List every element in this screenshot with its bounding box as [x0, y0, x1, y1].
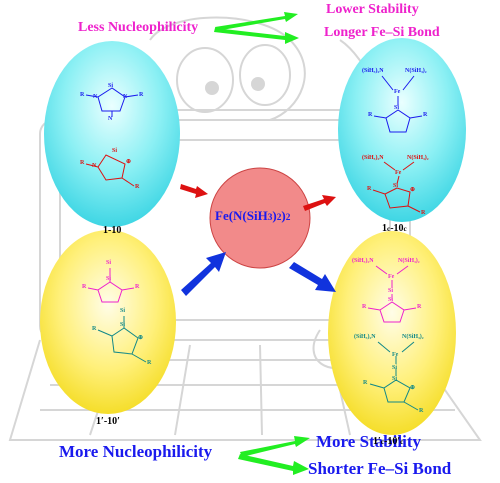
ligand-left: (SiH₃)₂N: [354, 334, 376, 340]
atom-si: Si: [394, 105, 400, 111]
red-arrow-right: [303, 195, 336, 211]
atom-r: R: [417, 304, 422, 310]
molecule-tr-red: [372, 161, 421, 213]
atom-r: R: [80, 160, 85, 166]
molecule-br-pink: [367, 265, 417, 323]
more-nucleophilicity-label: More Nucleophilicity: [59, 442, 213, 461]
atom-si: Si: [392, 365, 398, 371]
atom-n: N: [93, 94, 98, 100]
atom-fe: Fe: [395, 170, 402, 176]
molecule-tl-red: [85, 154, 135, 187]
atom-si: Si: [388, 288, 394, 294]
green-arrow-bottom-1: [240, 436, 310, 457]
longer-fe-si-bond-label: Longer Fe–Si Bond: [324, 25, 440, 40]
label-compounds-1prime-10prime: 1′-10′: [96, 416, 120, 427]
molecule-bl-pink: [87, 268, 135, 303]
atom-r: R: [135, 184, 140, 190]
atom-fe: Fe: [388, 274, 395, 280]
atom-si: Si: [106, 276, 112, 282]
atom-r: R: [135, 284, 140, 290]
atom-si: Si: [120, 308, 126, 314]
atom-si: Si: [388, 297, 394, 303]
atom-charge: ⊕: [410, 187, 416, 193]
red-arrow-left: [180, 184, 208, 198]
green-arrow-bottom-2: [238, 454, 309, 475]
atom-r: R: [421, 210, 426, 216]
atom-r: R: [147, 360, 152, 366]
molecule-bl-teal: [97, 316, 147, 363]
lower-stability-label: Lower Stability: [326, 2, 419, 17]
atom-n: N: [92, 163, 97, 169]
green-arrow-top-1: [215, 12, 298, 31]
green-arrow-top-2: [214, 28, 299, 44]
atom-si: Si: [106, 260, 112, 266]
ligand-left: (SiH₃)₂N: [352, 258, 374, 264]
atom-fe: Fe: [392, 352, 399, 358]
reagent-formula: Fe(N(SiH3)2)2: [215, 208, 291, 223]
atom-n: N: [123, 94, 128, 100]
yellow-ellipse-bottom-left: [40, 230, 176, 414]
yellow-ellipse-bottom-right: [328, 231, 456, 435]
atom-r: R: [139, 92, 144, 98]
atom-r: R: [80, 92, 85, 98]
atom-r: R: [362, 304, 367, 310]
atom-r: R: [92, 326, 97, 332]
atom-si: Si: [112, 148, 118, 154]
molecule-br-teal: [369, 341, 419, 411]
label-complexes-1prime-c-10prime-c: 1′c-10′c: [373, 436, 404, 447]
atom-si: Si: [120, 322, 126, 328]
ligand-right: N(SiH₃)₂: [405, 68, 427, 74]
molecule-tl-blue: [85, 87, 139, 117]
atom-r: R: [423, 112, 428, 118]
atom-r: R: [82, 284, 87, 290]
blue-arrow-right: [289, 262, 336, 292]
atom-n: N: [108, 116, 113, 122]
cyan-ellipse-top-left: [44, 41, 180, 227]
atom-si: Si: [393, 183, 399, 189]
atom-r: R: [368, 112, 373, 118]
label-compounds-1-10: 1-10: [103, 225, 122, 236]
atom-r: R: [419, 408, 424, 414]
atom-si: Si: [108, 83, 114, 89]
blue-arrow-left: [181, 252, 226, 296]
ligand-left: (SiH₃)₂N: [362, 155, 384, 161]
ligand-right: N(SiH₃)₂: [402, 334, 424, 340]
reagent-circle: [209, 167, 311, 269]
atom-r: R: [363, 380, 368, 386]
atom-charge: ⊕: [138, 335, 144, 341]
atom-r: R: [367, 186, 372, 192]
cyan-ellipse-top-right: [338, 38, 466, 222]
atom-charge: ⊕: [126, 159, 132, 165]
atom-fe: Fe: [394, 89, 401, 95]
atom-si: Si: [392, 376, 398, 382]
label-complexes-1c-10c: 1c-10c: [382, 223, 407, 234]
ligand-left: (SiH₃)₂N: [362, 68, 384, 74]
atom-charge: ⊕: [410, 385, 416, 391]
ligand-right: N(SiH₃)₂: [407, 155, 429, 161]
molecule-tr-blue: [373, 75, 423, 133]
more-stability-label: More Stability: [316, 432, 421, 451]
shorter-fe-si-bond-label: Shorter Fe–Si Bond: [308, 459, 452, 478]
less-nucleophilicity-label: Less Nucleophilicity: [78, 20, 199, 35]
ligand-right: N(SiH₃)₂: [398, 258, 420, 264]
